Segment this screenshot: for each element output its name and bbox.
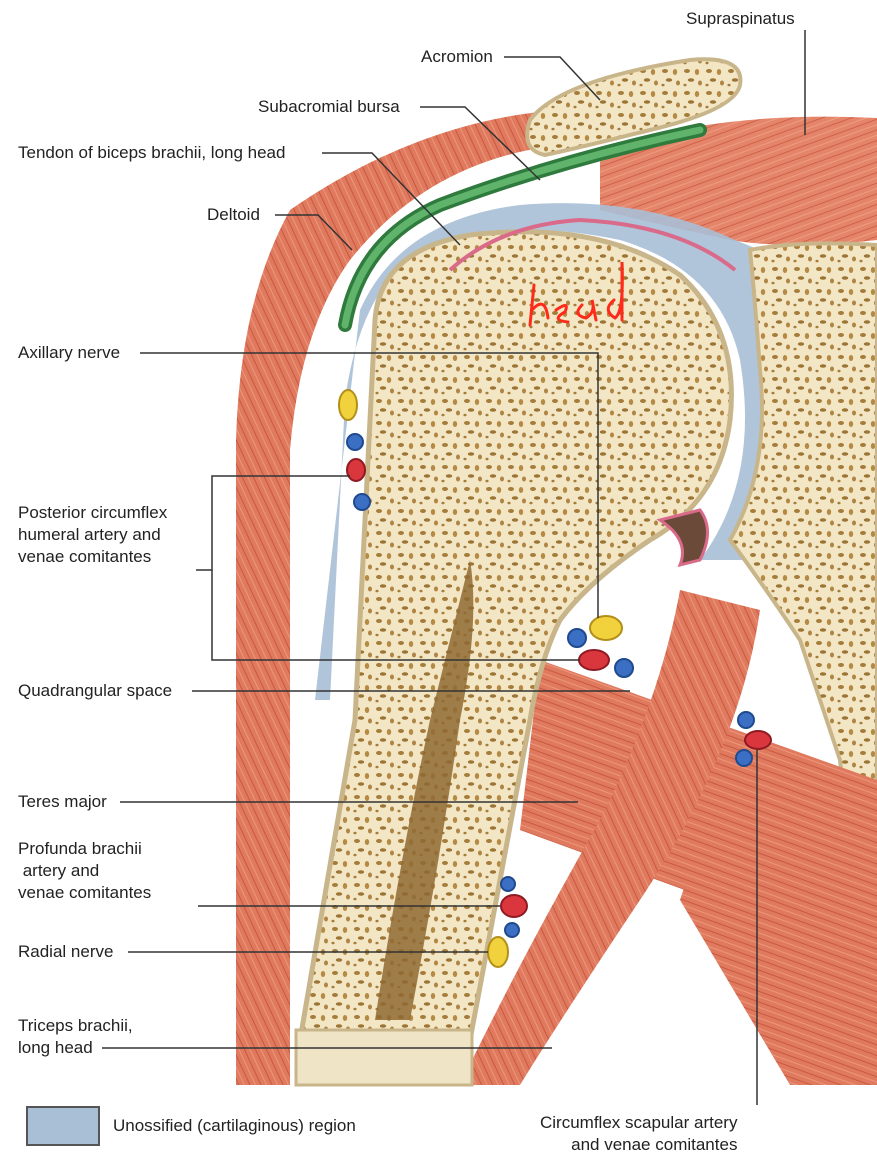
radial-nerve-shape — [488, 937, 508, 967]
legend-label: Unossified (cartilaginous) region — [113, 1115, 356, 1137]
vein-5 — [738, 712, 754, 728]
axillary-nerve-upper — [339, 390, 357, 420]
label-subacromial-bursa: Subacromial bursa — [258, 96, 400, 118]
label-acromion: Acromion — [421, 46, 493, 68]
label-profunda-line3: venae comitantes — [18, 882, 151, 904]
label-triceps-line2: long head — [18, 1037, 133, 1059]
label-circumflex-scapular-line2: and venae comitantes — [540, 1134, 737, 1156]
vein-6 — [736, 750, 752, 766]
label-axillary-nerve: Axillary nerve — [18, 342, 120, 364]
vein-2 — [354, 494, 370, 510]
joint-capsule-lower — [660, 510, 708, 565]
legend-swatch — [26, 1106, 100, 1146]
label-teres-major: Teres major — [18, 791, 107, 813]
label-supraspinatus: Supraspinatus — [686, 8, 795, 30]
vein-1 — [347, 434, 363, 450]
label-profunda-line1: Profunda brachii — [18, 838, 151, 860]
humerus-cut — [296, 1030, 472, 1085]
label-triceps: Triceps brachii, long head — [18, 1015, 133, 1059]
label-posterior-circumflex: Posterior circumflex humeral artery and … — [18, 502, 167, 568]
label-radial-nerve: Radial nerve — [18, 941, 113, 963]
label-posterior-circumflex-line2: humeral artery and — [18, 524, 167, 546]
label-quadrangular-space: Quadrangular space — [18, 680, 172, 702]
axillary-nerve-lower — [590, 616, 622, 640]
label-biceps-tendon: Tendon of biceps brachii, long head — [18, 142, 285, 164]
vein-3 — [568, 629, 586, 647]
label-posterior-circumflex-line3: venae comitantes — [18, 546, 167, 568]
vein-8 — [505, 923, 519, 937]
artery-4 — [501, 895, 527, 917]
label-profunda-line2: artery and — [18, 860, 151, 882]
label-posterior-circumflex-line1: Posterior circumflex — [18, 502, 167, 524]
artery-3 — [745, 731, 771, 749]
label-circumflex-scapular-line1: Circumflex scapular artery — [540, 1112, 737, 1134]
label-deltoid: Deltoid — [207, 204, 260, 226]
artery-1 — [347, 459, 365, 481]
label-circumflex-scapular: Circumflex scapular artery and venae com… — [540, 1112, 737, 1156]
vein-7 — [501, 877, 515, 891]
label-profunda-brachii: Profunda brachii artery and venae comita… — [18, 838, 151, 904]
label-triceps-line1: Triceps brachii, — [18, 1015, 133, 1037]
artery-2 — [579, 650, 609, 670]
vein-4 — [615, 659, 633, 677]
